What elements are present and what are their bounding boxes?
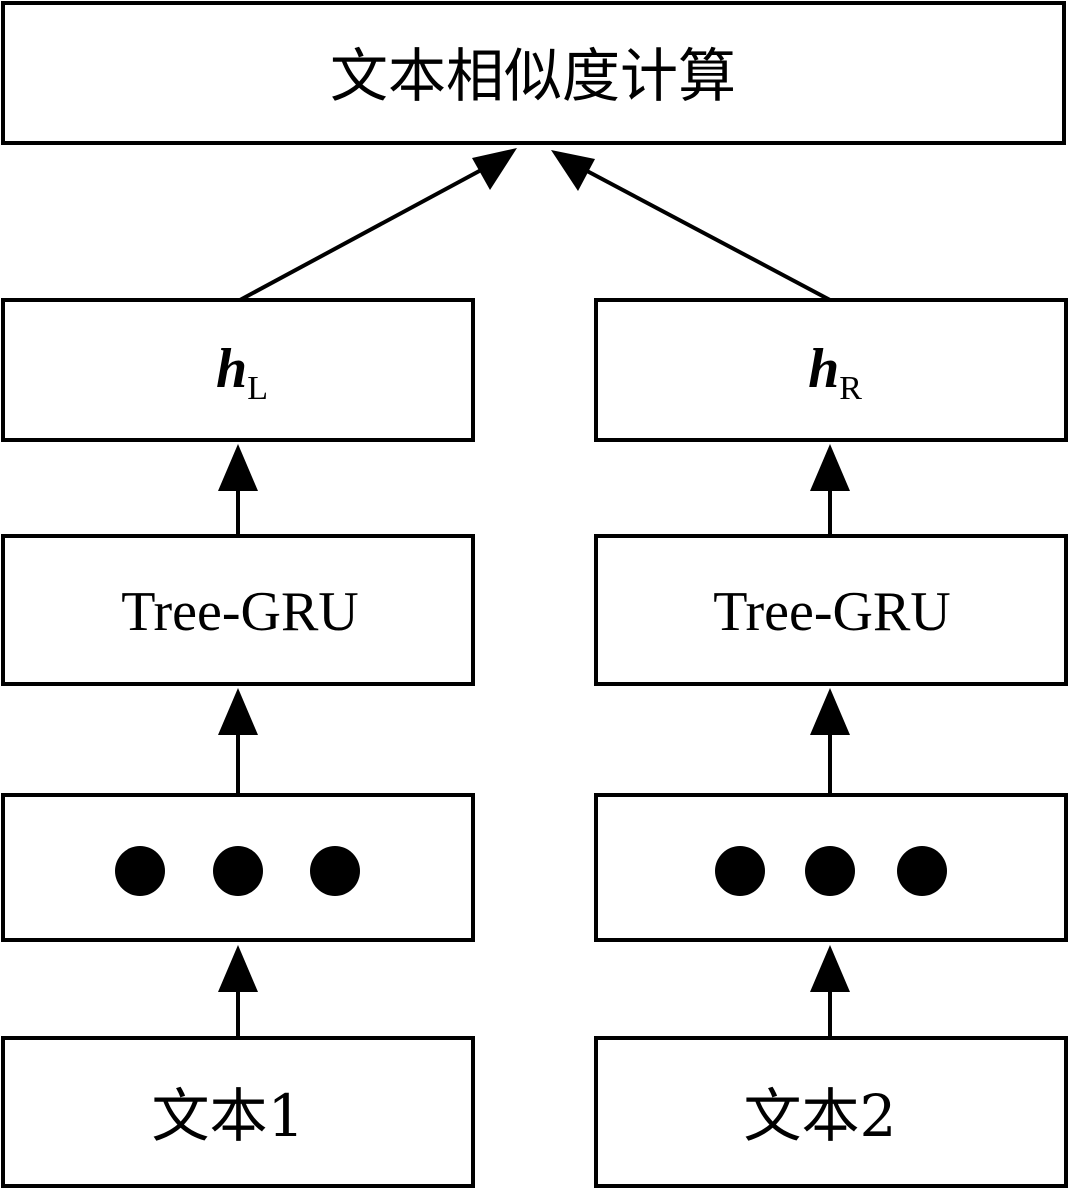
left-ellipsis-dot-1 [115, 846, 165, 896]
arrow-left-input-to-ellipsis [218, 945, 258, 1038]
left-input-label: 文本1 [152, 1082, 305, 1150]
left-hidden-box [1, 298, 475, 442]
right-encoder-box [594, 534, 1068, 686]
arrow-right-hidden-to-similarity [551, 150, 831, 302]
arrow-left-encoder-to-hidden [218, 444, 258, 536]
left-encoder-label: Tree-GRU [121, 581, 358, 643]
left-ellipsis-dot-3 [310, 846, 360, 896]
left-input-box [1, 1036, 475, 1188]
right-hidden-box [594, 298, 1068, 442]
arrow-left-hidden-to-similarity [239, 148, 517, 302]
right-encoder-label: Tree-GRU [713, 581, 950, 643]
left-hidden-symbol: h [216, 338, 247, 400]
arrow-right-encoder-to-hidden [810, 444, 850, 536]
right-hidden-symbol: h [808, 338, 839, 400]
left-encoder-box [1, 534, 475, 686]
right-ellipsis-dot-2 [805, 846, 855, 896]
arrow-right-input-to-ellipsis [810, 945, 850, 1038]
left-ellipsis-dot-2 [213, 846, 263, 896]
right-input-label: 文本2 [744, 1082, 897, 1150]
right-input-box [594, 1036, 1068, 1188]
right-hidden-label: hR [808, 338, 862, 407]
arrow-right-ellipsis-to-encoder [810, 688, 850, 795]
arrow-left-ellipsis-to-encoder [218, 688, 258, 795]
left-hidden-label: hL [216, 338, 268, 407]
left-hidden-subscript: L [247, 370, 268, 407]
right-ellipsis-dot-1 [715, 846, 765, 896]
similarity-label: 文本相似度计算 [330, 42, 736, 110]
right-ellipsis-dot-3 [897, 846, 947, 896]
similarity-box [1, 1, 1066, 145]
right-hidden-subscript: R [839, 370, 862, 407]
